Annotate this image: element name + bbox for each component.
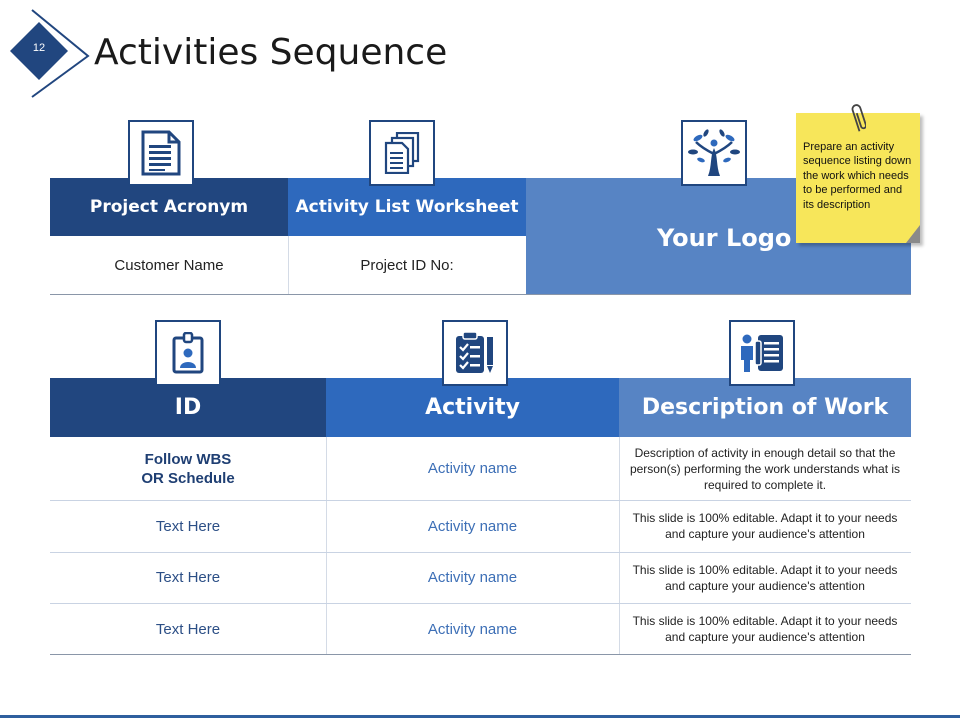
top-table-divider — [288, 236, 289, 295]
diamond-badge-graphic — [10, 9, 90, 98]
main-table-divider-1 — [326, 437, 327, 655]
project-id-cell: Project ID No: — [360, 257, 454, 274]
id-column-header: ID — [50, 378, 326, 437]
document-icon-box — [128, 120, 194, 186]
row-divider-1 — [50, 500, 911, 501]
row-2-activity: Activity name — [427, 517, 518, 535]
page-number: 12 — [32, 42, 46, 54]
project-acronym-header: Project Acronym — [50, 178, 288, 236]
main-table-divider-2 — [619, 437, 620, 655]
main-table-bottom-border — [50, 654, 911, 655]
row-3-activity: Activity name — [427, 569, 518, 586]
row-divider-2 — [50, 552, 911, 553]
paperclip-icon — [851, 104, 866, 132]
slide-title: Activities Sequence — [94, 32, 448, 73]
row-4-activity: Activity name — [427, 620, 518, 638]
row-1-id: Follow WBS OR Schedule — [141, 450, 235, 487]
documents-stack-icon — [384, 132, 420, 174]
top-table-bottom-border — [50, 294, 911, 295]
page-number-badge: 12 — [0, 0, 95, 100]
row-2-description: This slide is 100% editable. Adapt it to… — [632, 511, 898, 541]
activity-list-worksheet-header: Activity List Worksheet — [288, 178, 526, 236]
footer-accent-line — [0, 715, 960, 718]
tree-person-logo-icon — [688, 129, 740, 176]
row-4-id: Text Here — [155, 620, 221, 638]
sticky-note-curl — [906, 225, 920, 243]
row-divider-3 — [50, 603, 911, 604]
customer-name-cell: Customer Name — [114, 257, 224, 274]
checklist-icon-box — [442, 320, 508, 386]
row-3-description: This slide is 100% editable. Adapt it to… — [632, 562, 898, 593]
description-column-header: Description of Work — [619, 378, 911, 437]
sticky-note-text: Prepare an activity sequence listing dow… — [803, 141, 912, 211]
activity-column-header: Activity — [326, 378, 619, 437]
logo-icon-box — [681, 120, 747, 186]
row-2-id: Text Here — [155, 517, 221, 535]
row-1-activity: Activity name — [427, 460, 518, 477]
checklist-clipboard-icon — [456, 331, 493, 373]
row-1-description: Description of activity in enough detail… — [629, 445, 901, 492]
documents-stack-icon-box — [369, 120, 435, 186]
id-badge-icon — [172, 332, 204, 374]
id-badge-icon-box — [155, 320, 221, 386]
row-4-description: This slide is 100% editable. Adapt it to… — [632, 614, 898, 644]
person-document-icon-box — [729, 320, 795, 386]
document-icon — [141, 130, 181, 176]
row-3-id: Text Here — [155, 569, 221, 586]
person-document-icon — [741, 334, 783, 372]
sticky-note: Prepare an activity sequence listing dow… — [796, 104, 920, 243]
top-table: Project Acronym Activity List Worksheet … — [0, 0, 960, 300]
